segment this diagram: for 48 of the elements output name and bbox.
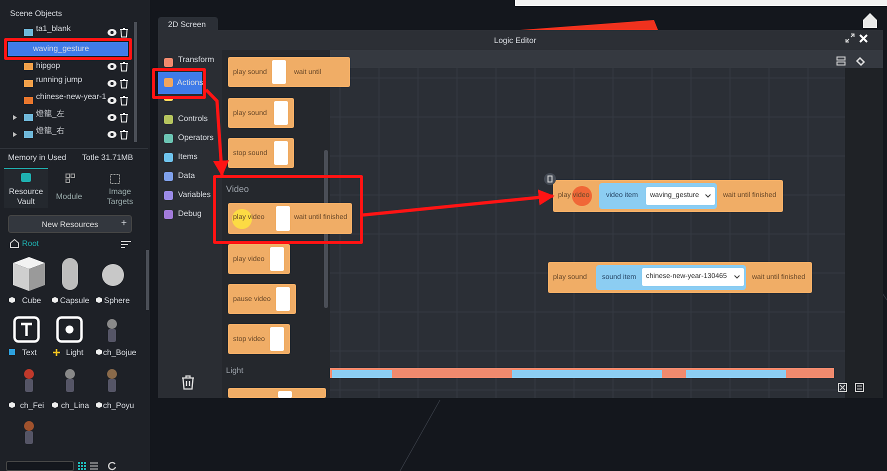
section-title: Light bbox=[226, 366, 244, 376]
item-label: ch_Bojue bbox=[103, 348, 136, 358]
category-label: Data bbox=[178, 171, 195, 181]
category-label: Operators bbox=[178, 133, 214, 143]
folder-label: Root bbox=[22, 239, 39, 249]
highlight-frame bbox=[213, 175, 363, 244]
code-block bbox=[228, 57, 350, 87]
item-label: Capsule bbox=[60, 296, 90, 306]
section-title: Video bbox=[226, 184, 249, 194]
item-label: Light bbox=[66, 348, 84, 358]
code-block bbox=[228, 138, 294, 168]
code-block bbox=[228, 244, 290, 274]
memory-label: Memory in Used bbox=[8, 153, 66, 163]
list-item: running jump bbox=[36, 75, 82, 85]
category-label: Controls bbox=[178, 114, 208, 124]
list-item: 燈籠_右 bbox=[36, 126, 64, 136]
tab-label: Resource Vault bbox=[8, 187, 44, 207]
plus-sign: + bbox=[121, 219, 127, 229]
tab-label: Image Targets bbox=[106, 187, 134, 207]
memory-value: Totle 31.71MB bbox=[82, 153, 134, 163]
category-label: Variables bbox=[178, 190, 211, 200]
code-block bbox=[228, 98, 294, 128]
code-block bbox=[548, 262, 812, 293]
tab-title: 2D Screen bbox=[168, 20, 206, 30]
code-block bbox=[228, 324, 290, 354]
window-title: Logic Editor bbox=[494, 36, 536, 46]
category-label: Transform bbox=[178, 55, 214, 65]
tab-label: Module bbox=[56, 192, 82, 202]
code-block bbox=[553, 180, 783, 212]
panel-title: Scene Objects bbox=[10, 9, 62, 19]
code-block bbox=[228, 388, 326, 398]
list-item: waving_gesture bbox=[33, 44, 90, 54]
highlight-frame bbox=[152, 68, 206, 99]
category-label: Debug bbox=[178, 209, 202, 219]
item-label: Text bbox=[22, 348, 37, 358]
item-label: Sphere bbox=[104, 296, 130, 306]
arrow bbox=[362, 189, 555, 217]
item-label: ch_Poyu bbox=[103, 401, 134, 411]
code-block bbox=[228, 284, 296, 314]
category-label: Items bbox=[178, 152, 198, 162]
code-block bbox=[228, 203, 352, 234]
item-label: ch_Fei bbox=[20, 401, 44, 411]
list-item: chinese-new-year-1 bbox=[36, 92, 106, 102]
highlight-frame bbox=[4, 38, 132, 60]
list-item: 燈籠_左 bbox=[36, 109, 64, 119]
arrow bbox=[204, 88, 229, 177]
item-label: Cube bbox=[22, 296, 42, 306]
item-label: ch_Lina bbox=[61, 401, 90, 411]
